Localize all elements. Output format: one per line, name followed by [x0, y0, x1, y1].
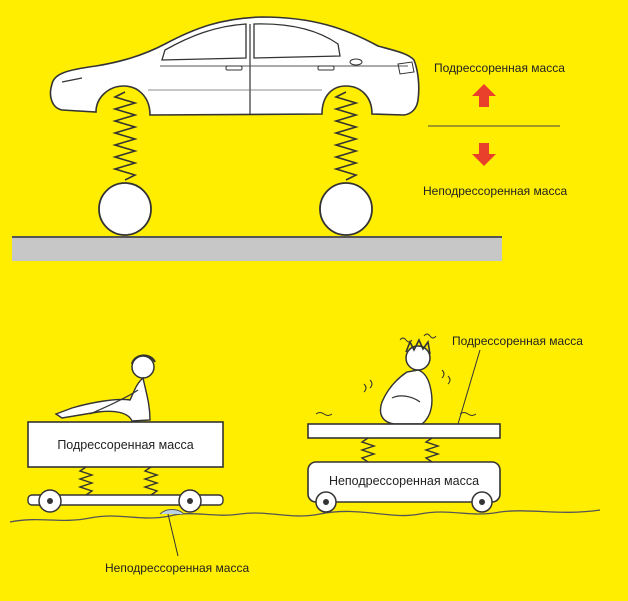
sprung-mass-plate [307, 423, 501, 439]
unsprung-mass-cart [307, 461, 501, 503]
unsprung-callout-label: Неподрессоренная масса [105, 561, 249, 575]
sprung-callout-label: Подрессоренная масса [452, 334, 583, 348]
arrow-up-icon [472, 84, 496, 107]
ground-bar [12, 237, 502, 261]
unsprung-axle-bar [27, 494, 224, 506]
left-cart-spring-2 [142, 466, 160, 496]
sprung-mass-box [27, 421, 224, 468]
left-cart-spring-1 [77, 466, 95, 496]
front-wheel [98, 182, 152, 236]
unsprung-mass-box-label: Неподрессоренная масса [329, 474, 479, 488]
relaxed-person [54, 354, 156, 422]
sprung-mass-box-label: Подрессоренная масса [57, 438, 193, 452]
sprung-mass-label: Подрессоренная масса [434, 61, 565, 75]
right-cart-spring-1 [359, 437, 377, 463]
car-window-rear [253, 23, 341, 59]
car-illustration [49, 16, 420, 116]
bumpy-road [9, 509, 601, 523]
unsprung-mass-label: Неподрессоренная масса [423, 184, 567, 198]
shaking-person [315, 333, 477, 425]
arrow-down-icon [472, 143, 496, 166]
front-spring [112, 91, 138, 181]
car-window-front [161, 23, 247, 61]
right-cart-spring-2 [423, 437, 441, 463]
rear-spring [333, 91, 359, 181]
left-callout-line [167, 513, 179, 557]
right-callout-line [457, 349, 481, 425]
rear-wheel [319, 182, 373, 236]
